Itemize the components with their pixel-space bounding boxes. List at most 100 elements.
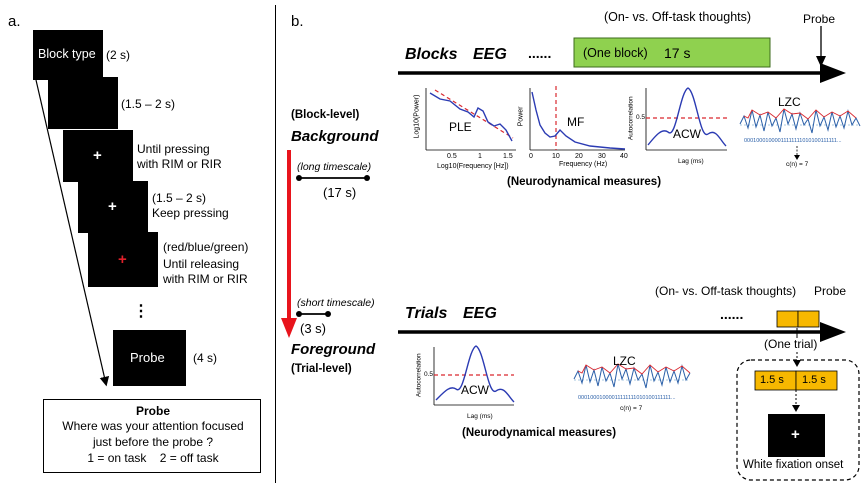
trial-segment-2 <box>797 310 820 328</box>
screen-5-note-3: with RIM or RIR <box>163 272 248 286</box>
trials-dots: ...... <box>720 306 744 322</box>
blocks-dots: ...... <box>528 45 552 61</box>
mf-label: MF <box>567 115 585 129</box>
fixation-cross-white: + <box>791 426 800 443</box>
screen-blank <box>48 77 118 129</box>
block-level-label: (Block-level) <box>291 109 360 121</box>
trial-seg-1-label: 1.5 s <box>760 374 784 386</box>
mf-xtick-1: 0 <box>529 153 533 160</box>
probe-box-line-2: just before the probe ? <box>92 435 214 449</box>
ple-xlabel: Log10(Frequency [Hz]) <box>437 163 509 170</box>
acw-plot-bottom <box>433 345 515 406</box>
acw-bottom-ytick: 0.5 <box>424 371 434 378</box>
mf-ylabel: Power <box>517 106 525 127</box>
panel-separator <box>275 5 276 483</box>
probe-box-title: Probe <box>135 404 170 418</box>
screen-5-note-2: Until releasing <box>163 257 240 271</box>
time-arrow-a <box>35 79 110 387</box>
screen-probe: Probe <box>113 330 186 386</box>
screen-fixation-red: + <box>88 232 158 287</box>
screen-3-note-2: with RIM or RIR <box>137 157 222 171</box>
measures-bottom-label: (Neurodynamical measures) <box>462 427 617 439</box>
fixation-cross-white: + <box>93 147 102 164</box>
blocks-header: (On- vs. Off-task thoughts) <box>604 10 752 24</box>
lzc-top-count: c(n) = 7 <box>786 161 809 168</box>
screen-block-type: Block type <box>33 30 103 80</box>
screen-4-note-2: Keep pressing <box>152 206 229 220</box>
measures-top-label: (Neurodynamical measures) <box>507 176 662 188</box>
blocks-label: Blocks <box>405 46 458 63</box>
mf-plot <box>529 86 626 151</box>
trials-probe-label: Probe <box>814 284 847 298</box>
lzc-top-bits: 00010001000011111111010100111111... <box>744 138 842 144</box>
acw-top-label: ACW <box>673 127 701 141</box>
lzc-bottom-count: c(n) = 7 <box>620 405 643 412</box>
one-trial-label: (One trial) <box>764 337 818 351</box>
fixation-label: White fixation onset <box>743 459 844 471</box>
trial-detail-box <box>736 359 860 481</box>
fixation-cross-white: + <box>108 198 117 215</box>
ple-xtick-2: 1 <box>478 153 482 160</box>
screen-fixation-1: + <box>63 130 133 182</box>
acw-plot-top <box>645 87 727 151</box>
mf-xtick-4: 30 <box>598 153 606 160</box>
trials-header: (On- vs. Off-task thoughts) <box>655 284 797 298</box>
mf-xtick-5: 40 <box>620 153 628 160</box>
one-block-rect <box>573 37 771 68</box>
mf-xtick-2: 10 <box>552 153 560 160</box>
background-label: Background <box>291 128 379 145</box>
lzc-plot-top <box>739 108 861 160</box>
blocks-eeg-label: EEG <box>473 46 507 63</box>
screen-block-type-text: Block type <box>38 47 96 61</box>
probe-box-line-3: 1 = on task 2 = off task <box>87 451 219 465</box>
trials-timeline-arrowhead <box>820 322 846 342</box>
one-block-duration: 17 s <box>664 45 691 61</box>
screen-ellipsis: ⋮ <box>133 303 149 320</box>
lzc-top-label: LZC <box>778 95 801 109</box>
one-block-label: (One block) <box>583 46 648 60</box>
ple-label: PLE <box>449 120 472 134</box>
mf-xlabel: Frequency (Hz) <box>559 161 608 168</box>
long-timescale-duration: (17 s) <box>323 185 357 200</box>
acw-bottom-ylabel: Autocorrelation <box>415 353 423 398</box>
trial-level-label: (Trial-level) <box>291 363 352 375</box>
short-timescale-duration: (3 s) <box>300 321 326 336</box>
screen-3-note-1: Until pressing <box>137 142 210 156</box>
trial-detail-seg-2 <box>795 370 838 391</box>
probe-question-box: Probe Where was your attention focused j… <box>43 399 261 473</box>
short-timescale-label: (short timescale) <box>297 297 375 309</box>
long-timescale-label: (long timescale) <box>297 161 372 173</box>
screen-4-note-1: (1.5 – 2 s) <box>152 191 207 205</box>
probe-box-line-1: Where was your attention focused <box>62 419 244 433</box>
screen-1-duration: (2 s) <box>106 48 130 62</box>
lzc-plot-bottom <box>573 363 691 389</box>
blocks-timeline-arrowhead <box>820 63 846 83</box>
foreground-background-arrowhead <box>281 318 297 338</box>
screen-6-duration: (4 s) <box>193 351 217 365</box>
trial-segment-1 <box>776 310 799 328</box>
trial-seg-2-label: 1.5 s <box>802 374 826 386</box>
trials-eeg-label: EEG <box>463 305 497 322</box>
ple-xtick-3: 1.5 <box>503 153 513 160</box>
blocks-probe-label: Probe <box>803 12 836 26</box>
ple-plot <box>425 88 516 151</box>
screen-fixation-2: + <box>78 181 148 233</box>
fixation-screen: + <box>768 414 825 457</box>
acw-top-ylabel: Autocorrelation <box>627 96 635 141</box>
fixation-cross-red: + <box>118 251 127 268</box>
ple-ylabel: Log10(Power) <box>413 94 421 139</box>
acw-top-xlabel: Lag (ms) <box>678 158 704 165</box>
lzc-bottom-bits: 00010001000011111111010100111111... <box>578 395 676 401</box>
lzc-bottom-label: LZC <box>613 354 636 368</box>
acw-bottom-label: ACW <box>461 383 489 397</box>
acw-bottom-xlabel: Lag (ms) <box>467 413 493 420</box>
acw-top-ytick: 0.5 <box>636 114 646 121</box>
mf-xtick-3: 20 <box>575 153 583 160</box>
screen-5-note-1: (red/blue/green) <box>163 240 249 254</box>
trials-label: Trials <box>405 305 448 322</box>
panel-a-label: a. <box>8 13 21 30</box>
foreground-label: Foreground <box>291 341 376 358</box>
panel-b-label: b. <box>291 13 304 30</box>
blocks-probe-arrowhead <box>816 56 826 67</box>
